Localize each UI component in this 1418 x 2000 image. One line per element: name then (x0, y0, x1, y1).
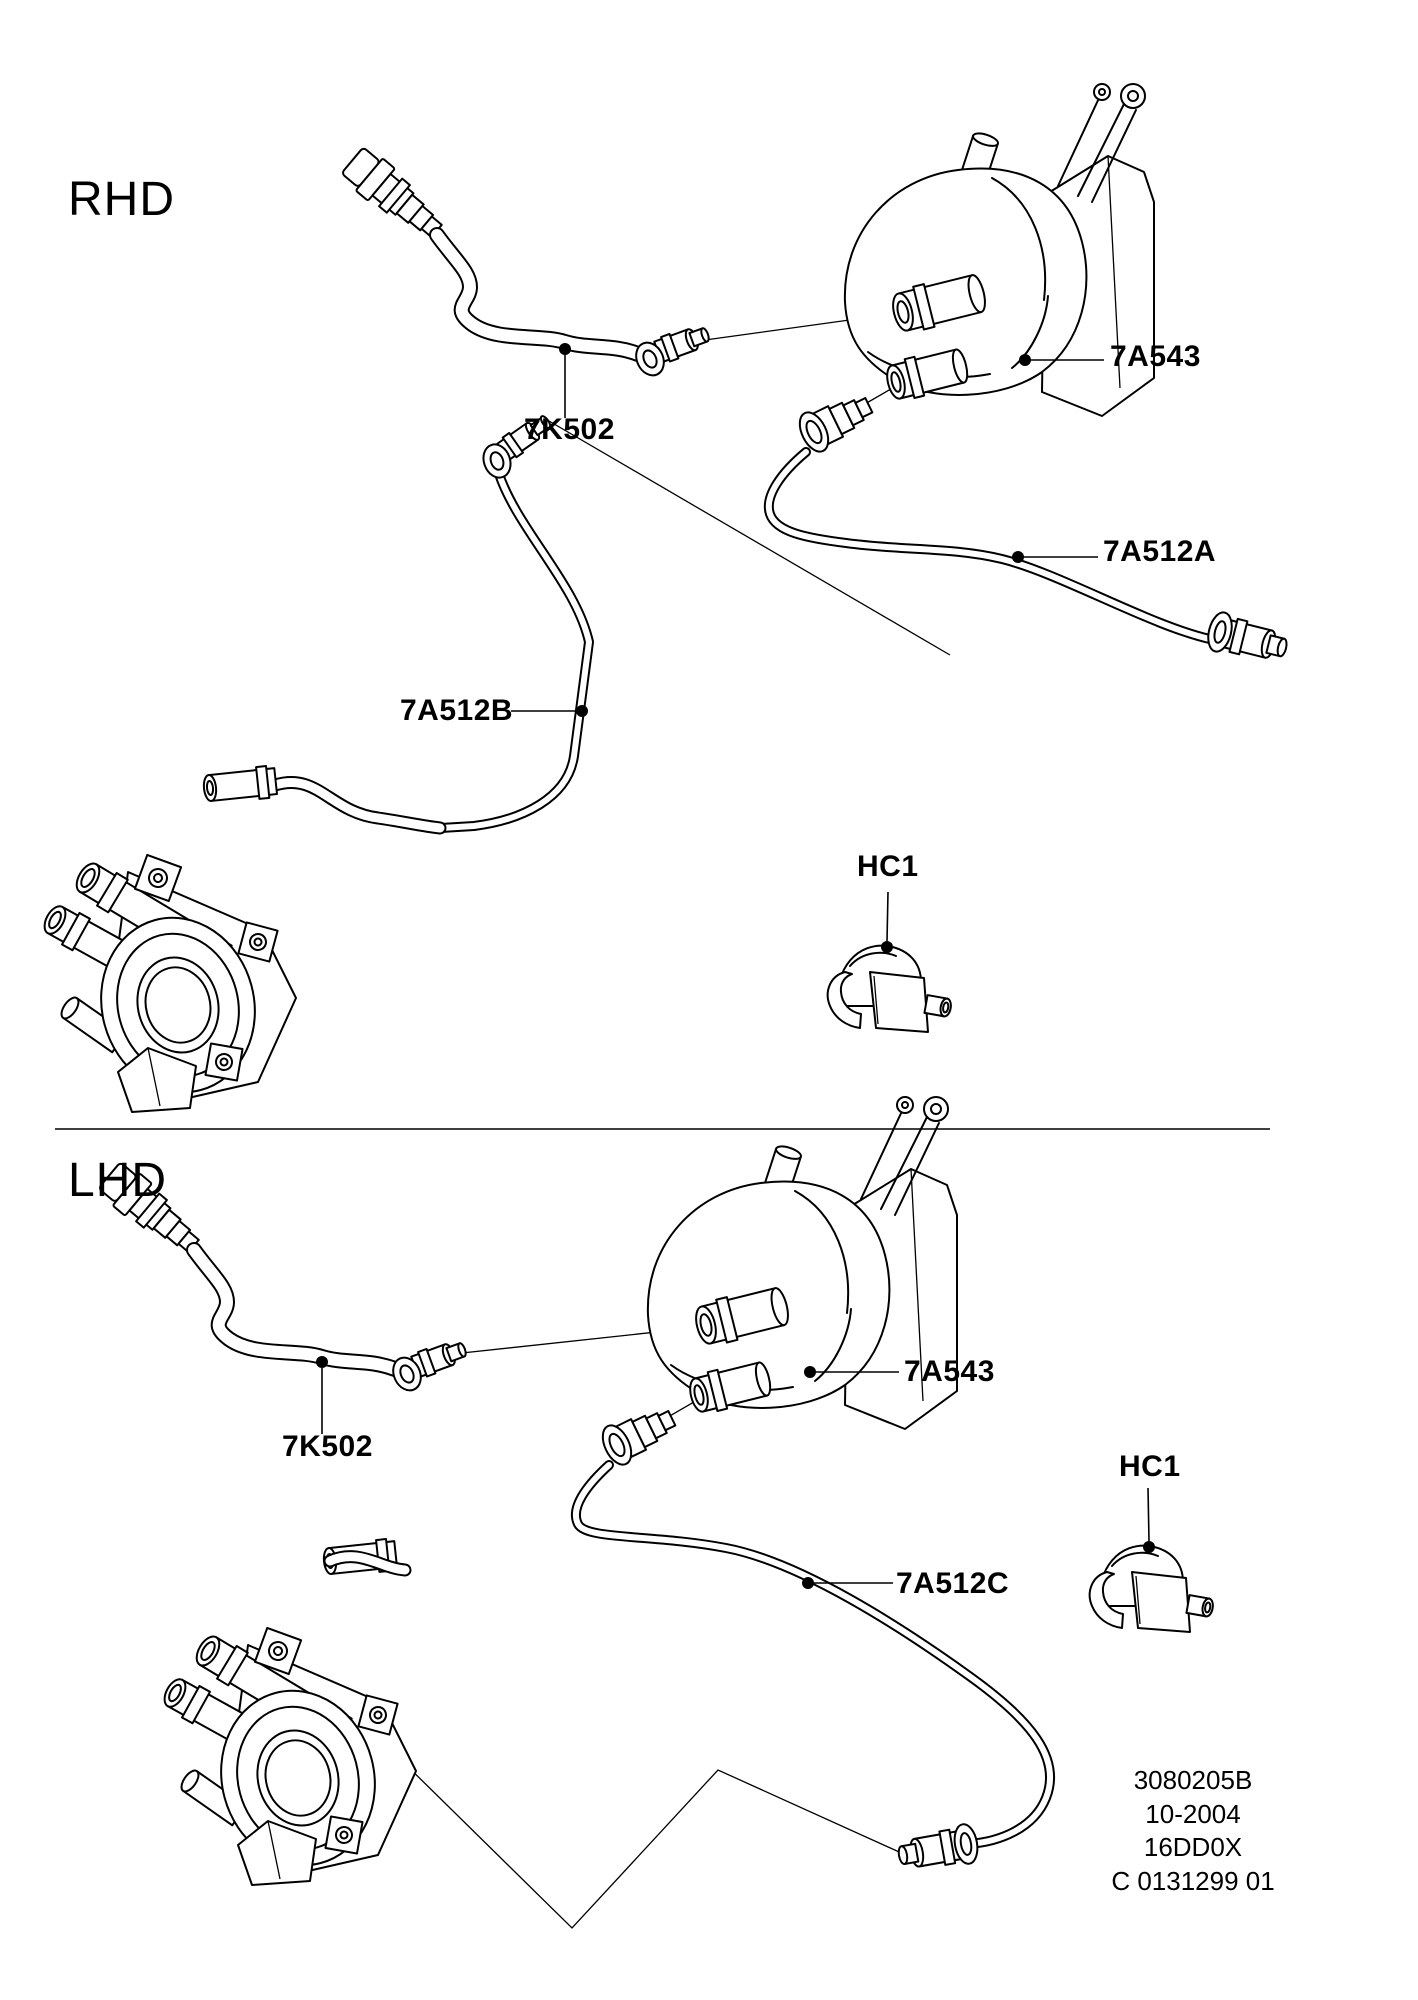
part-label-7a512a: 7A512A (1103, 535, 1217, 568)
rhd-section-title: RHD (68, 173, 175, 226)
part-label-7a512b: 7A512B (400, 694, 514, 727)
rhd-hose-7k502 (339, 144, 712, 380)
lhd-pipe-7a512c (576, 1398, 1050, 1877)
lhd-section-title: LHD (68, 1154, 168, 1207)
rhd-pipe-7a512b (275, 409, 589, 828)
part-label-hc1-lhd: HC1 (1119, 1450, 1181, 1483)
footer-doc-number: 3080205B (1133, 1765, 1253, 1795)
rhd-pipe-7a512a (769, 385, 1292, 669)
part-label-7a512c: 7A512C (896, 1567, 1010, 1600)
rhd-leader-lines (511, 343, 1104, 953)
part-label-7k502-lhd: 7K502 (282, 1430, 373, 1463)
rhd-master-cylinder-7a543 (843, 83, 1155, 417)
lhd-section-art (96, 1096, 1216, 1929)
lhd-assembly-line-v (331, 1691, 909, 1929)
part-label-7k502-rhd: 7K502 (524, 413, 615, 446)
lhd-clip-hc1 (1088, 1544, 1216, 1633)
lhd-leader-lines (316, 1356, 1155, 1589)
footer-revision: C 0131299 01 (1111, 1865, 1275, 1896)
part-label-7a543-rhd: 7A543 (1110, 340, 1201, 373)
part-label-7a543-lhd: 7A543 (904, 1355, 995, 1388)
footer-code: 16DD0X (1143, 1832, 1243, 1862)
rhd-section-art (37, 83, 1292, 1113)
footer-date: 10-2004 (1145, 1798, 1241, 1829)
rhd-assembly-line-pipeb (548, 420, 951, 656)
drawing-info-block: 3080205B 10-2004 16DD0X C 0131299 01 (1063, 1764, 1323, 1898)
rhd-clip-hc1 (826, 944, 954, 1033)
lhd-slave-cylinder (157, 1537, 417, 1886)
part-label-hc1-rhd: HC1 (857, 850, 919, 883)
rhd-slave-cylinder (37, 764, 297, 1113)
